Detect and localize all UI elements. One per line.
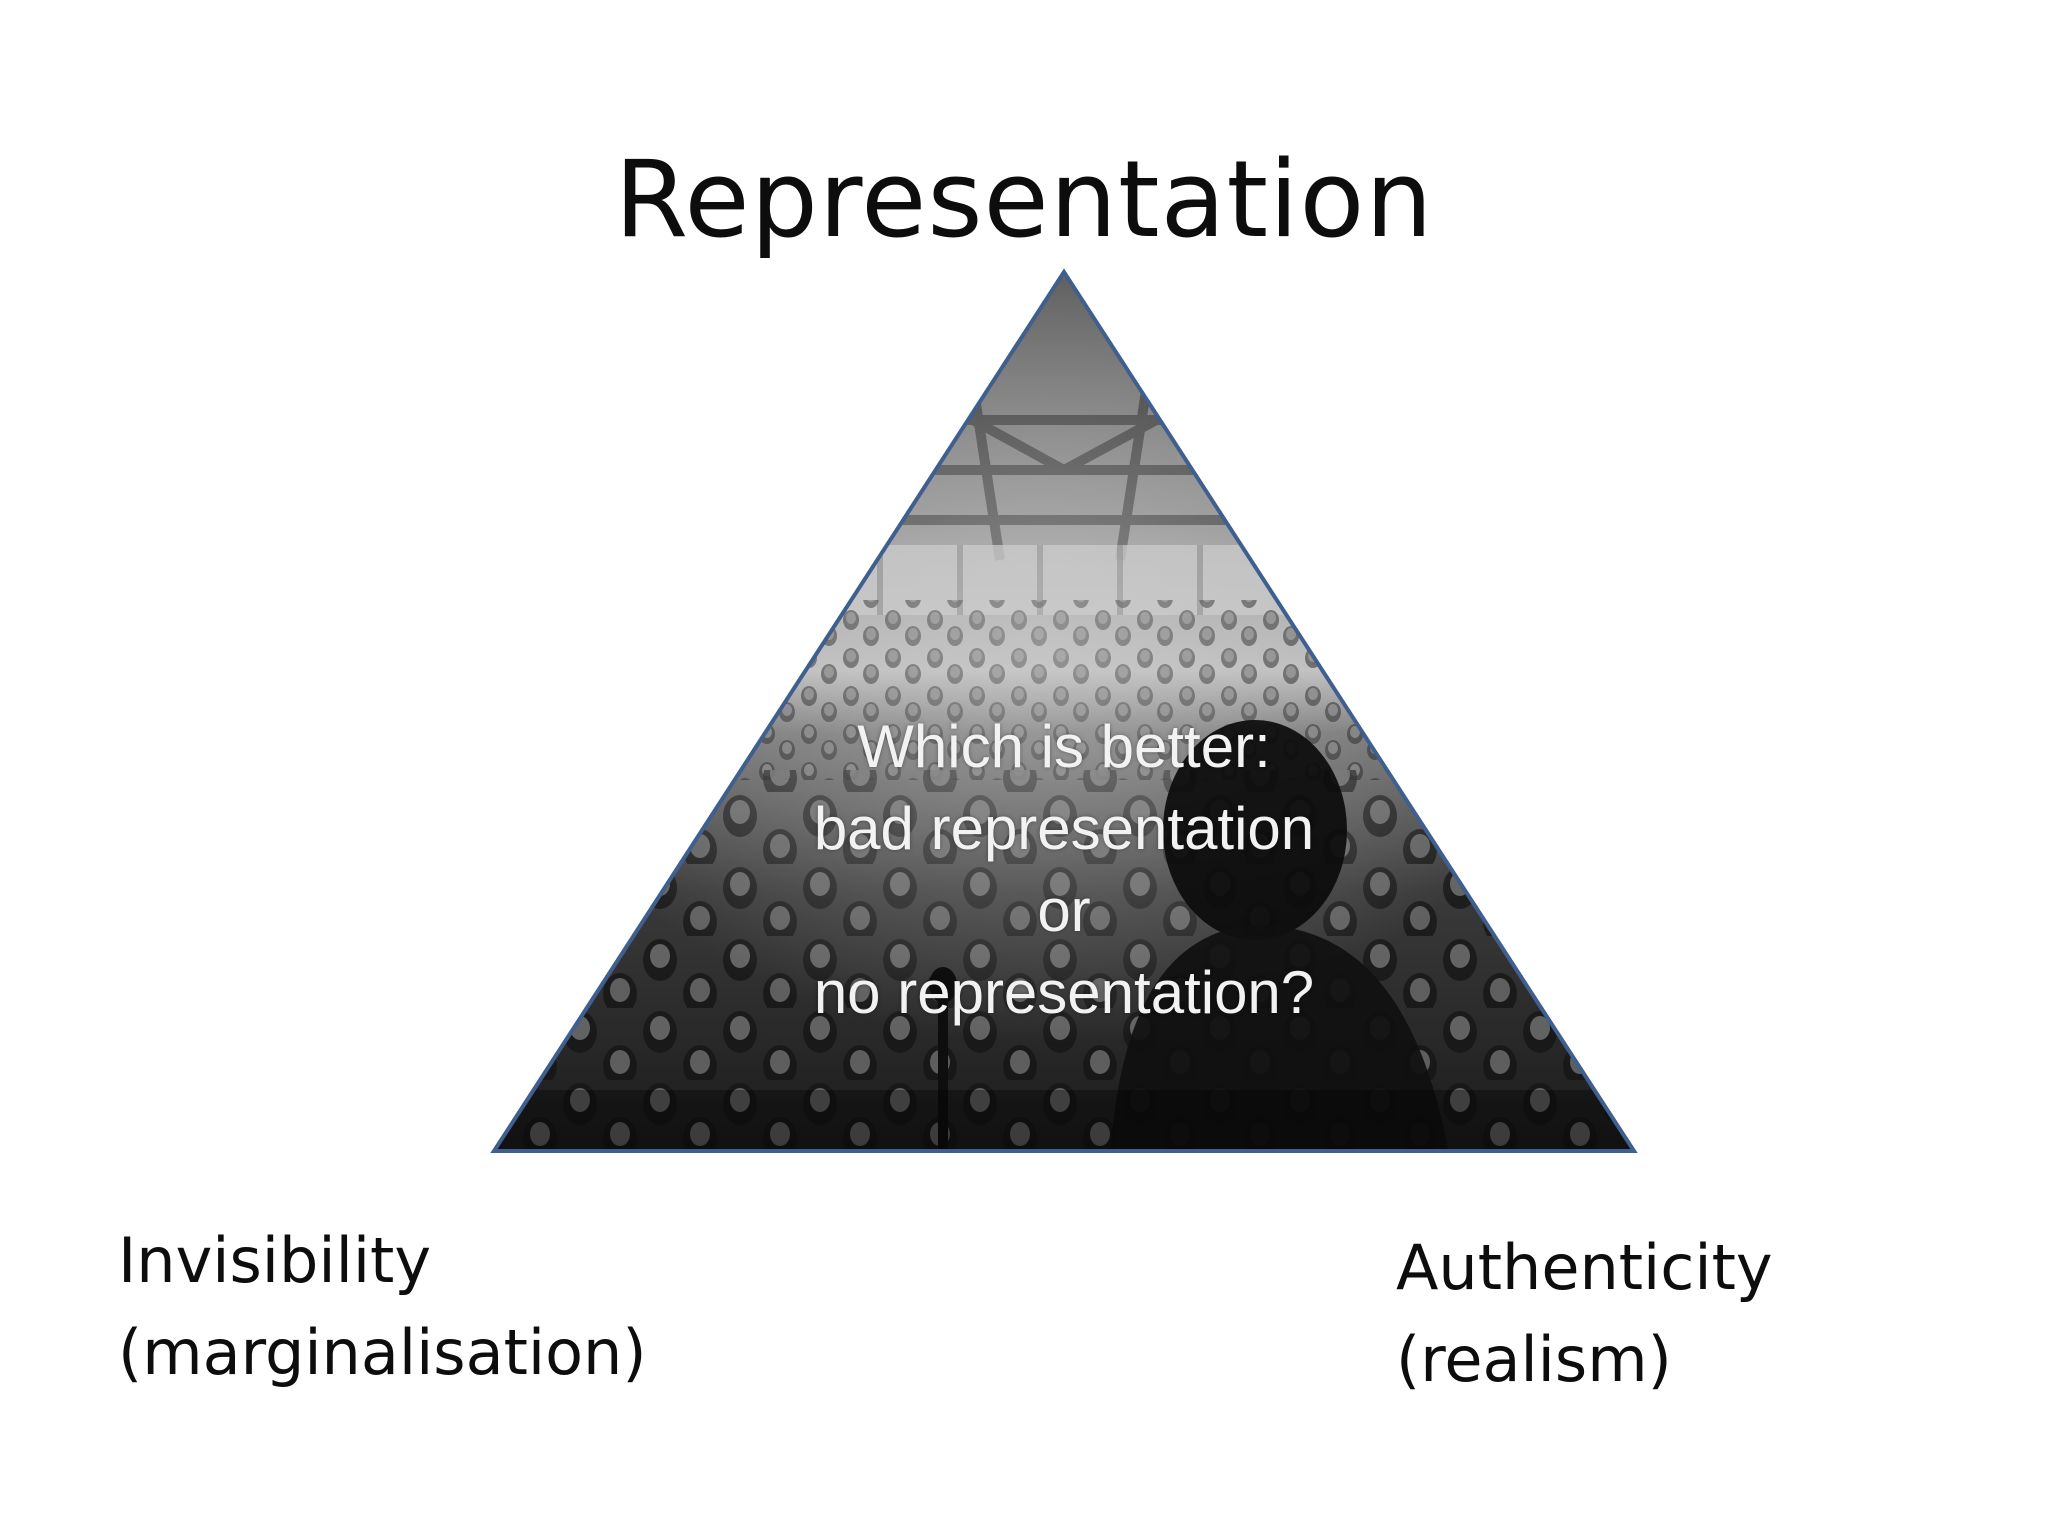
marginalisation-label: (marginalisation): [118, 1316, 647, 1389]
question-line-2: bad representation: [813, 795, 1315, 862]
authenticity-label: Authenticity: [1396, 1231, 1773, 1304]
center-question: Which is better: bad representation or n…: [700, 706, 1428, 1034]
bottom-left-label: Invisibility (marginalisation): [118, 1215, 647, 1399]
question-line-4: no representation?: [813, 959, 1315, 1026]
question-line-1: Which is better:: [857, 713, 1271, 780]
invisibility-label: Invisibility: [118, 1224, 432, 1297]
question-line-3: or: [1037, 877, 1091, 944]
realism-label: (realism): [1396, 1323, 1672, 1396]
slide-title: Representation: [614, 138, 1434, 261]
bottom-right-label: Authenticity (realism): [1396, 1222, 1773, 1406]
